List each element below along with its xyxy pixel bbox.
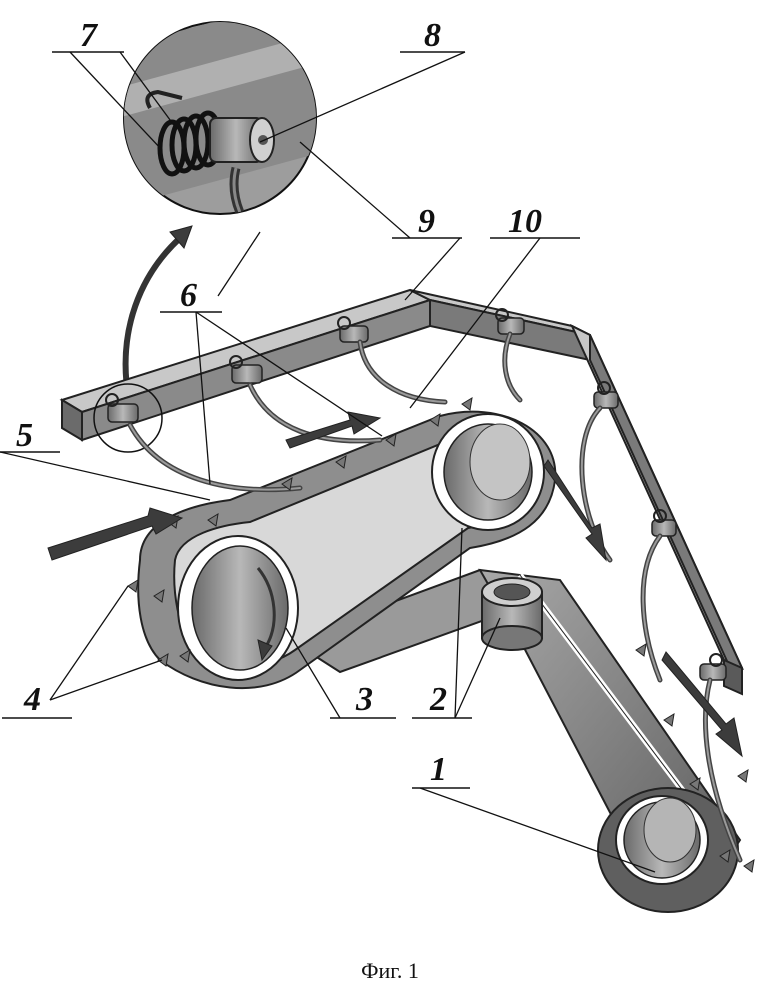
- label-4: 4: [23, 681, 41, 718]
- label-2: 2: [429, 681, 447, 718]
- label-8: 8: [424, 17, 441, 54]
- label-10: 10: [508, 203, 542, 240]
- label-5: 5: [16, 417, 33, 454]
- magnified-inset: [110, 0, 330, 250]
- nozzle: [700, 654, 726, 680]
- label-6: 6: [180, 277, 197, 314]
- label-1: 1: [430, 751, 447, 788]
- label-3: 3: [355, 681, 373, 718]
- label-7: 7: [80, 17, 99, 54]
- label-9: 9: [418, 203, 435, 240]
- rear-roller: [432, 414, 544, 530]
- bottom-roller: [598, 788, 738, 912]
- figure-caption: Фиг. 1: [0, 958, 780, 984]
- front-roller: [178, 536, 298, 680]
